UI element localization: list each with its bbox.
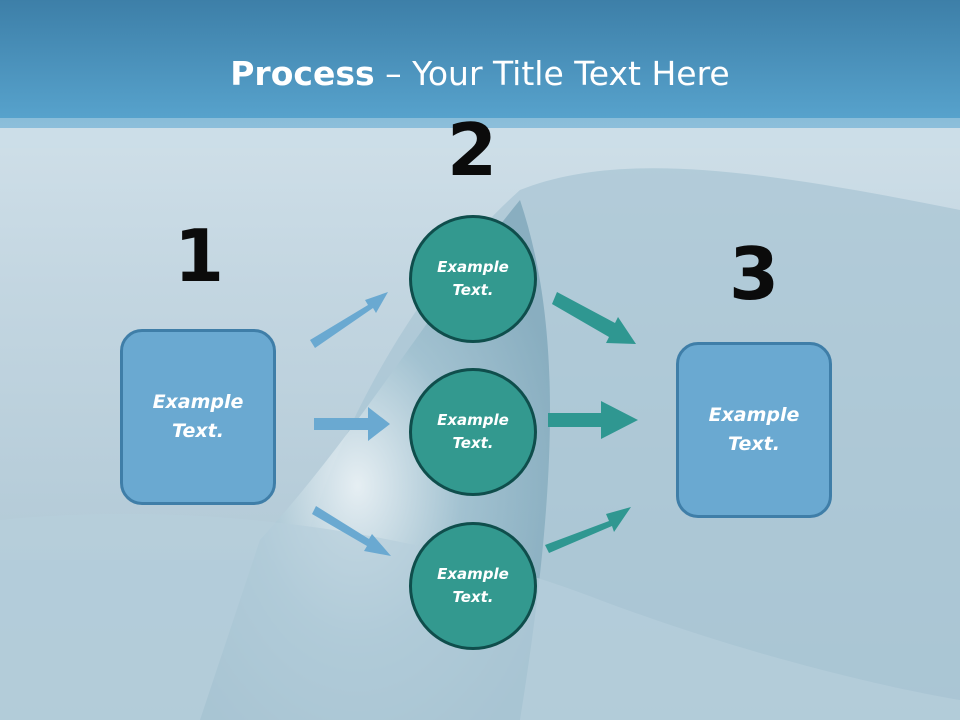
step-number-3: 3: [728, 232, 780, 316]
circle-middle: Example Text.: [409, 368, 537, 496]
step-1-box: Example Text.: [120, 329, 276, 505]
step-3-text-line1: Example: [708, 404, 800, 426]
title-rest: – Your Title Text Here: [374, 54, 730, 93]
circle-bottom-text-line1: Example: [437, 565, 509, 583]
step-1-text-line2: Text.: [172, 420, 224, 442]
page-title: Process – Your Title Text Here: [0, 52, 960, 96]
circle-bottom: Example Text.: [409, 522, 537, 650]
circle-bottom-text-line2: Text.: [452, 588, 494, 606]
circle-top-text-line1: Example: [437, 258, 509, 276]
step-number-2: 2: [446, 108, 498, 192]
step-3-box: Example Text.: [676, 342, 832, 518]
step-3-text-line2: Text.: [728, 433, 780, 455]
circle-middle-text-line2: Text.: [452, 434, 494, 452]
title-bold: Process: [230, 54, 375, 93]
step-1-text-line1: Example: [152, 391, 244, 413]
circle-middle-text-line1: Example: [437, 411, 509, 429]
circle-top-text-line2: Text.: [452, 281, 494, 299]
circle-top: Example Text.: [409, 215, 537, 343]
step-number-1: 1: [173, 214, 225, 298]
